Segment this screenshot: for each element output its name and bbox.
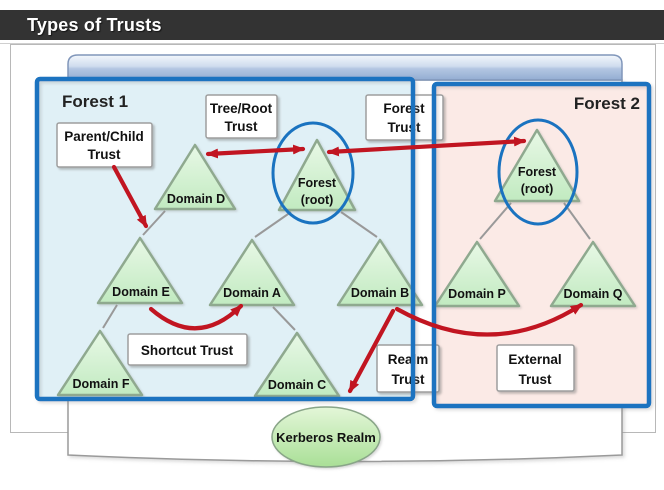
external-trust-box — [496, 344, 575, 392]
connector-root1-a — [254, 211, 292, 238]
forest2-title: Forest 2 — [574, 94, 640, 113]
tree-root-trust-line2: Trust — [224, 119, 258, 134]
window-header — [67, 54, 623, 81]
realm-trust-arrow — [347, 308, 396, 394]
connector-d-e — [142, 210, 166, 236]
forest-root1-label-line2: (root) — [301, 193, 334, 207]
tree-connectors — [102, 202, 591, 331]
root2-highlight-circle — [497, 118, 579, 226]
title-bar: Types of Trusts — [0, 10, 664, 40]
forest-trust-line1: Forest — [383, 101, 425, 116]
kerberos-realm-ellipse — [271, 406, 381, 468]
root1-highlight-circle — [271, 121, 355, 225]
domain-d-triangle — [153, 143, 237, 211]
domain-f-label: Domain F — [73, 377, 130, 391]
domain-e-label: Domain E — [112, 285, 170, 299]
domain-c-label: Domain C — [268, 378, 326, 392]
forest-root1-label-line1: Forest — [298, 176, 337, 190]
tree-root-trust-arrow — [205, 144, 306, 159]
forest-root2-label-line2: (root) — [521, 182, 554, 196]
parent-child-trust-box — [56, 122, 153, 168]
domain-p-label: Domain P — [448, 287, 506, 301]
domain-p-triangle — [433, 240, 521, 308]
parent-child-trust-line1: Parent/Child — [64, 129, 144, 144]
tree-root-trust-line1: Tree/Root — [210, 101, 273, 116]
forest-trust-line2: Trust — [387, 120, 421, 135]
connector-root2-p — [479, 202, 512, 240]
forest-trust-arrow — [326, 136, 527, 157]
forest1-title: Forest 1 — [62, 92, 128, 111]
shortcut-trust-arrow — [148, 303, 244, 331]
forest-root2-triangle — [493, 128, 581, 203]
forest2-area — [434, 84, 649, 406]
domain-b-label: Domain B — [351, 286, 409, 300]
forest1-border — [34, 76, 416, 402]
tree-root-trust-box — [205, 94, 278, 139]
external-trust-line1: External — [508, 352, 561, 367]
domain-e-triangle — [96, 236, 184, 305]
realm-trust-box — [376, 344, 440, 393]
trust-arrows — [111, 136, 584, 394]
domain-q-triangle — [549, 240, 637, 308]
forest-root1-triangle — [277, 138, 357, 212]
shortcut-trust-box — [127, 333, 248, 366]
trust-label-boxes: Parent/Child Trust Tree/Root Trust Fores… — [56, 94, 575, 393]
external-trust-line2: Trust — [518, 372, 552, 387]
domain-b-triangle — [336, 238, 424, 307]
forest2-border — [431, 81, 652, 409]
domain-c-triangle — [253, 331, 341, 398]
external-trust-arrow — [394, 302, 584, 337]
domain-q-label: Domain Q — [563, 287, 622, 301]
shortcut-trust-label: Shortcut Trust — [141, 343, 234, 358]
connector-root2-q — [563, 202, 591, 240]
parent-child-trust-arrow — [111, 164, 149, 229]
page-title: Types of Trusts — [27, 14, 162, 35]
domain-f-triangle — [56, 329, 144, 397]
domain-d-label: Domain D — [167, 192, 225, 206]
domain-a-triangle — [208, 238, 296, 307]
connector-a-c — [272, 306, 296, 331]
domain-triangles: Domain D Forest (root) Domain E Domain A… — [56, 128, 637, 398]
parent-child-trust-line2: Trust — [87, 147, 121, 162]
kerberos-realm-label: Kerberos Realm — [276, 430, 376, 445]
connector-root1-b — [340, 211, 378, 238]
realm-trust-line2: Trust — [391, 372, 425, 387]
forest-root2-label-line1: Forest — [518, 165, 557, 179]
connector-e-f — [102, 304, 118, 329]
realm-trust-line1: Realm — [388, 352, 429, 367]
domain-a-label: Domain A — [223, 286, 281, 300]
